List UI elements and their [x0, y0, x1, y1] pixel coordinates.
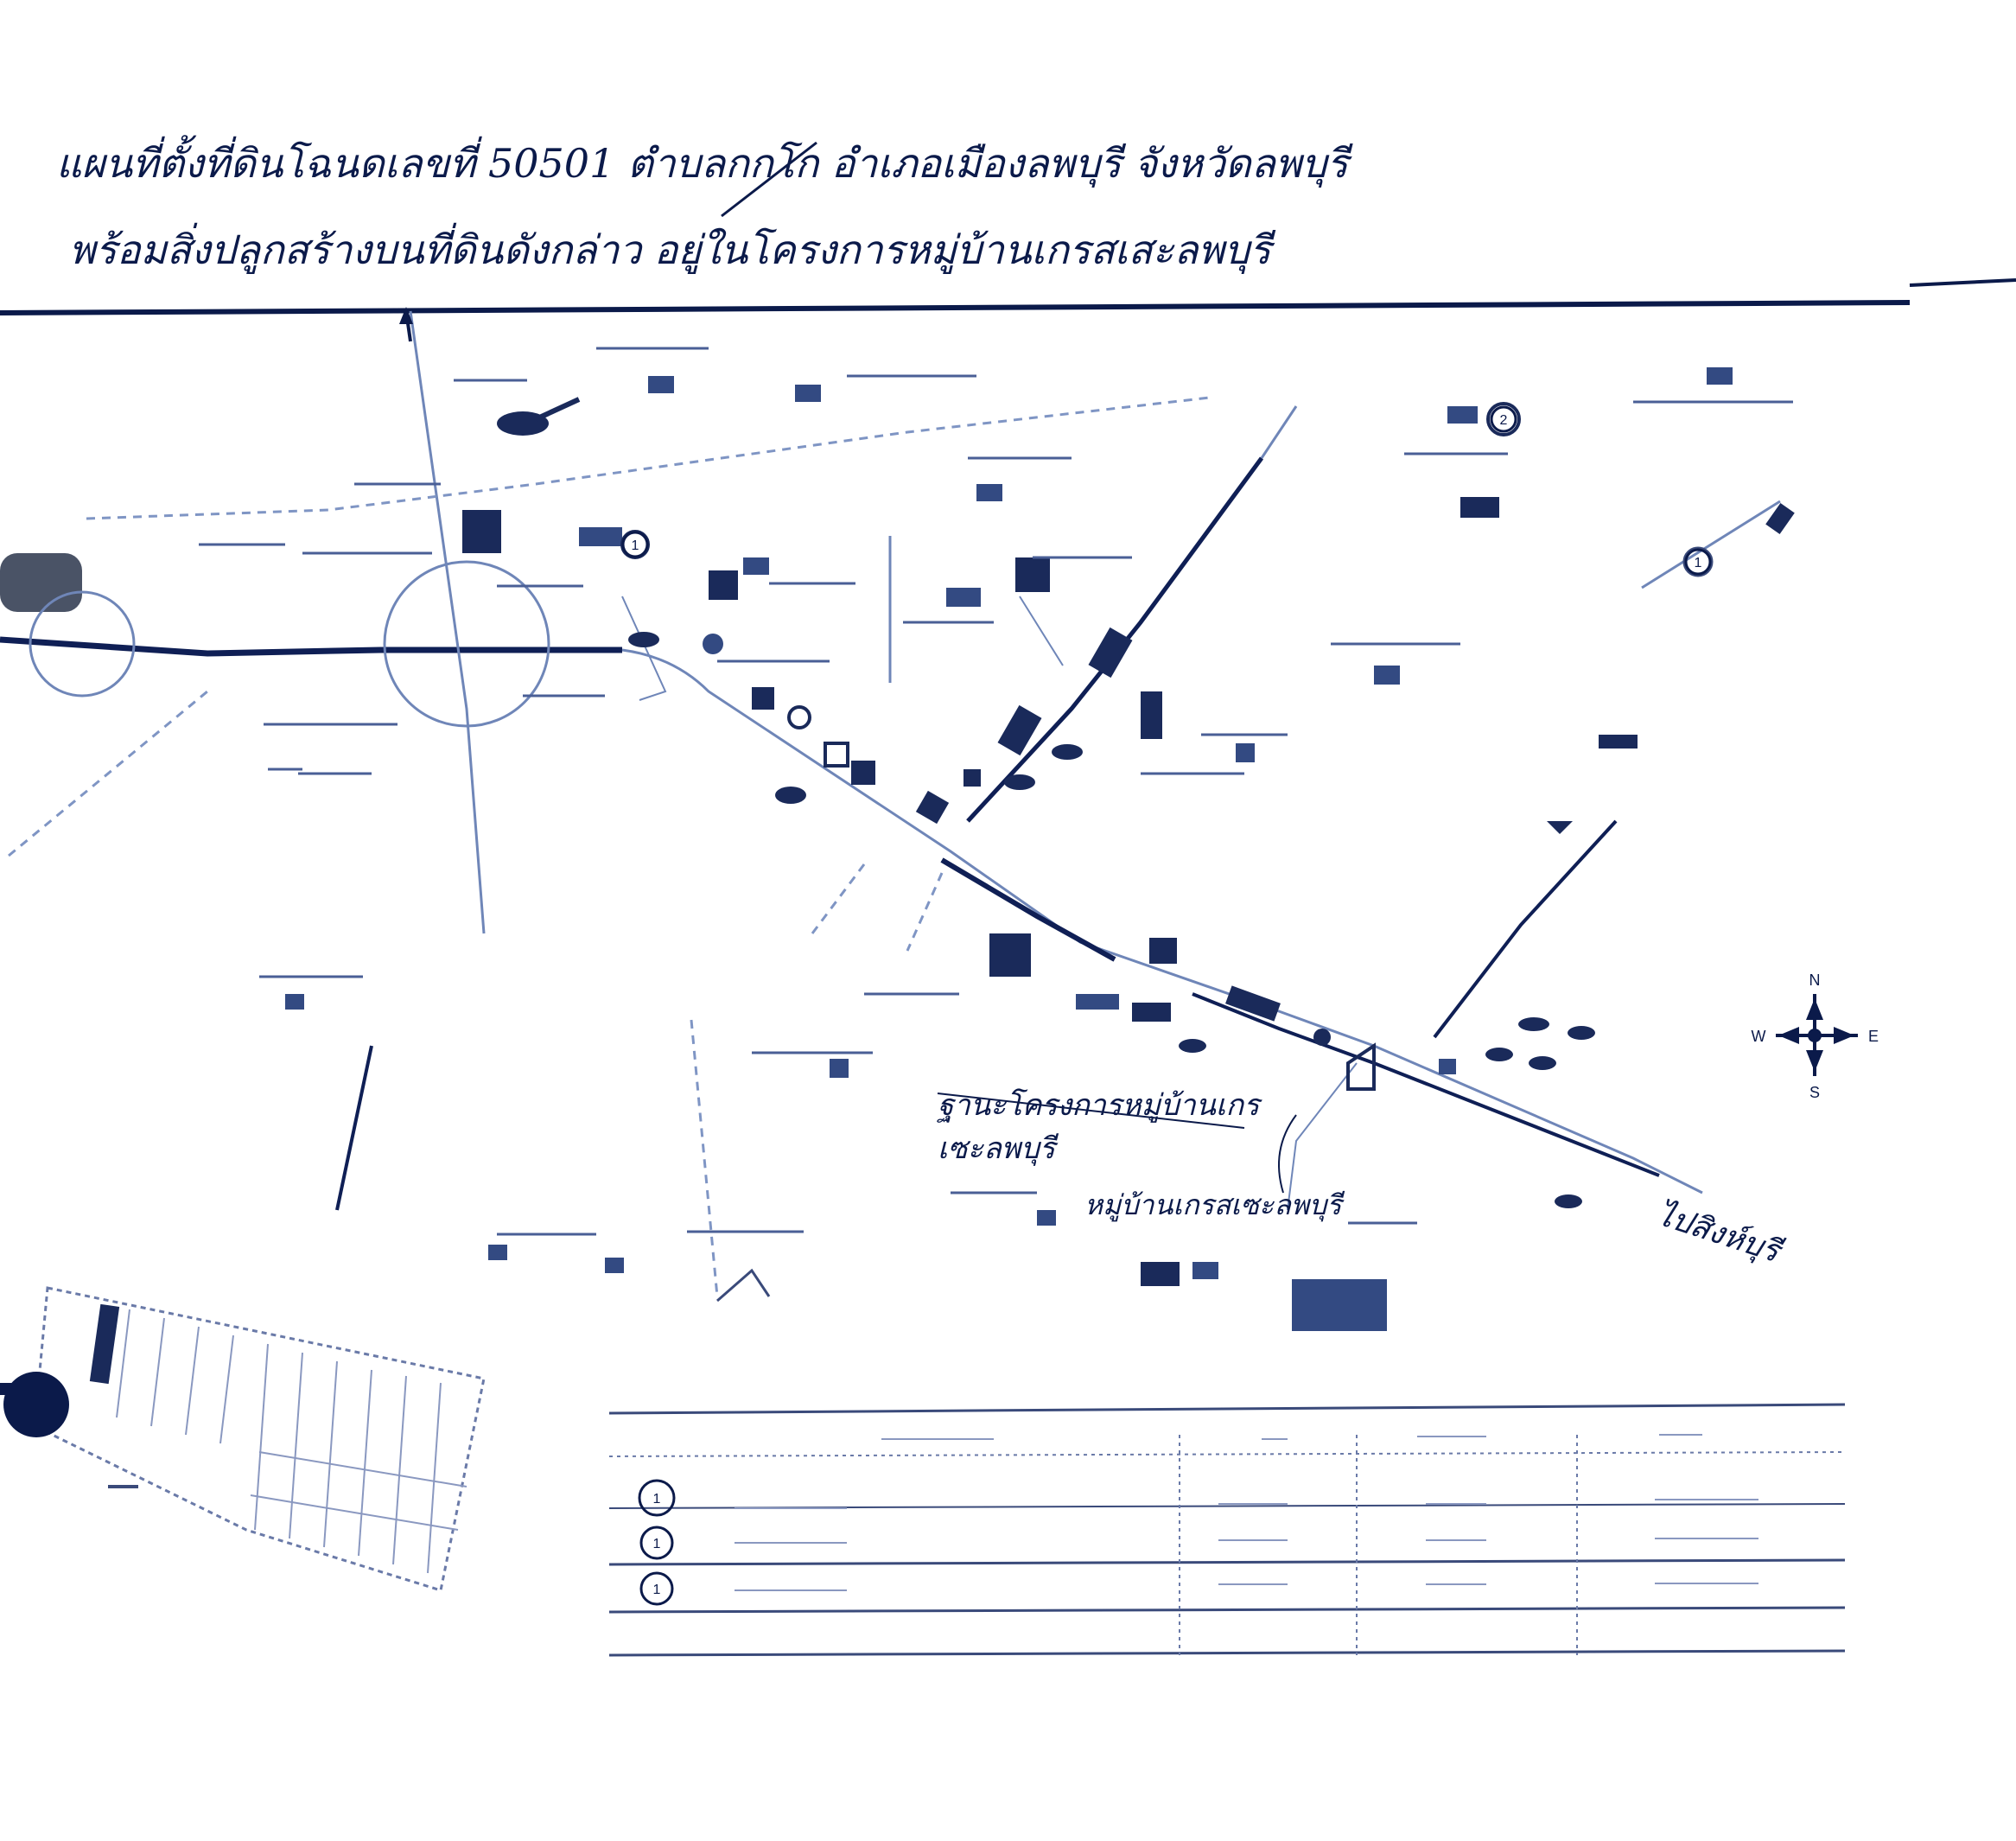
compass-east: E: [1868, 1028, 1879, 1045]
title-strike-mark: [721, 141, 817, 218]
minor-road-north: [86, 396, 1211, 520]
header-divider-tail: [1909, 278, 2016, 287]
document-title-line1: แผนที่ตั้งที่ดินโฉนดเลขที่ 50501 ตำบลกกโ…: [56, 135, 1353, 188]
highway-segment: [940, 857, 1116, 962]
road-network: [0, 310, 1781, 1297]
map-marker-3: 1: [1695, 556, 1702, 570]
highway-segment-2: [1192, 992, 1660, 1177]
site-plan-inset: [0, 1286, 486, 1592]
road-north-south: [409, 310, 486, 934]
minor-road-sw: [8, 690, 208, 857]
roundabout: [383, 560, 550, 728]
subject-house-icon: [1346, 1042, 1376, 1091]
scan-edge-tab: [0, 553, 82, 612]
map-marker-2: 2: [1500, 413, 1508, 428]
map-annotations: ฐานะโครงการหมู่บ้านเกร เซะลพบุรี หมู่บ้า…: [937, 1088, 1788, 1271]
minor-road-south-2: [906, 872, 944, 952]
village-label: หมู่บ้านเกรสเซะลพบุรี: [1084, 1188, 1345, 1222]
map-marker-1: 1: [632, 538, 639, 553]
legend-row-marker-1: 1: [653, 1492, 661, 1507]
legend-row-marker-3: 1: [653, 1583, 661, 1597]
compass-south: S: [1809, 1084, 1820, 1101]
minor-road-south-1: [811, 863, 866, 934]
road-northeast-end: [1260, 405, 1298, 459]
road-branch-west: [621, 596, 667, 701]
compass-north: N: [1809, 971, 1821, 989]
compass-west: W: [1752, 1028, 1766, 1045]
document-header: แผนที่ตั้งที่ดินโฉนดเลขที่ 50501 ตำบลกกโ…: [0, 135, 2016, 315]
map-markers: 1 2 1: [621, 405, 1712, 576]
road-branch: [1019, 596, 1064, 666]
header-divider: [0, 300, 1911, 315]
project-note-line2: เซะลพบุรี: [938, 1131, 1059, 1166]
photo-block: [1292, 1279, 1387, 1331]
road-far-east: [1641, 500, 1781, 589]
road-branch-south: [1287, 1062, 1358, 1211]
road-east-diagonal: [1433, 819, 1618, 1039]
landmarks: [285, 367, 1795, 1331]
building-icon: [462, 510, 501, 553]
road-southwest: [335, 1045, 373, 1211]
north-arrow-marker: [399, 307, 413, 342]
document-title-line2: พร้อมสิ่งปลูกสร้างบนที่ดินดังกล่าว อยู่ใ…: [69, 222, 1276, 274]
west-roundabout: [29, 590, 136, 698]
direction-label: ไปสิงห์บุรี: [1652, 1196, 1788, 1272]
legend-table: 1 1 1: [608, 1403, 1846, 1657]
main-road-west: [0, 636, 622, 657]
project-note-line1: ฐานะโครงการหมู่บ้านเกร: [937, 1088, 1262, 1123]
compass-rose-icon: N S E W: [1752, 971, 1879, 1101]
legend-row-marker-2: 1: [653, 1537, 661, 1551]
map-label-marks: [199, 347, 1793, 1236]
minor-road-south-3: [690, 1019, 719, 1297]
